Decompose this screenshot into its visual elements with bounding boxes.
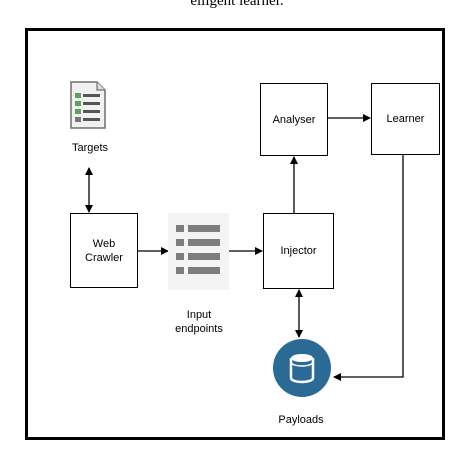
web-crawler-label: Web Crawler xyxy=(85,237,123,264)
input-endpoints-list-icon xyxy=(168,213,229,290)
targets-label: Targets xyxy=(71,142,109,154)
diagram-frame xyxy=(25,28,445,440)
caption-fragment: elligent learner. xyxy=(190,0,284,9)
learner-box: Learner xyxy=(371,83,440,155)
injector-box: Injector xyxy=(263,213,334,289)
analyser-box: Analyser xyxy=(260,83,328,156)
web-crawler-box: Web Crawler xyxy=(70,213,138,288)
targets-document-icon xyxy=(70,81,106,129)
learner-label: Learner xyxy=(386,113,425,125)
analyser-label: Analyser xyxy=(272,113,316,126)
payloads-database-icon xyxy=(273,339,331,397)
edge-learner-payloads xyxy=(333,155,404,381)
injector-label: Injector xyxy=(280,245,317,257)
payloads-label: Payloads xyxy=(278,414,324,426)
input-endpoints-label: Input endpoints xyxy=(175,309,223,335)
